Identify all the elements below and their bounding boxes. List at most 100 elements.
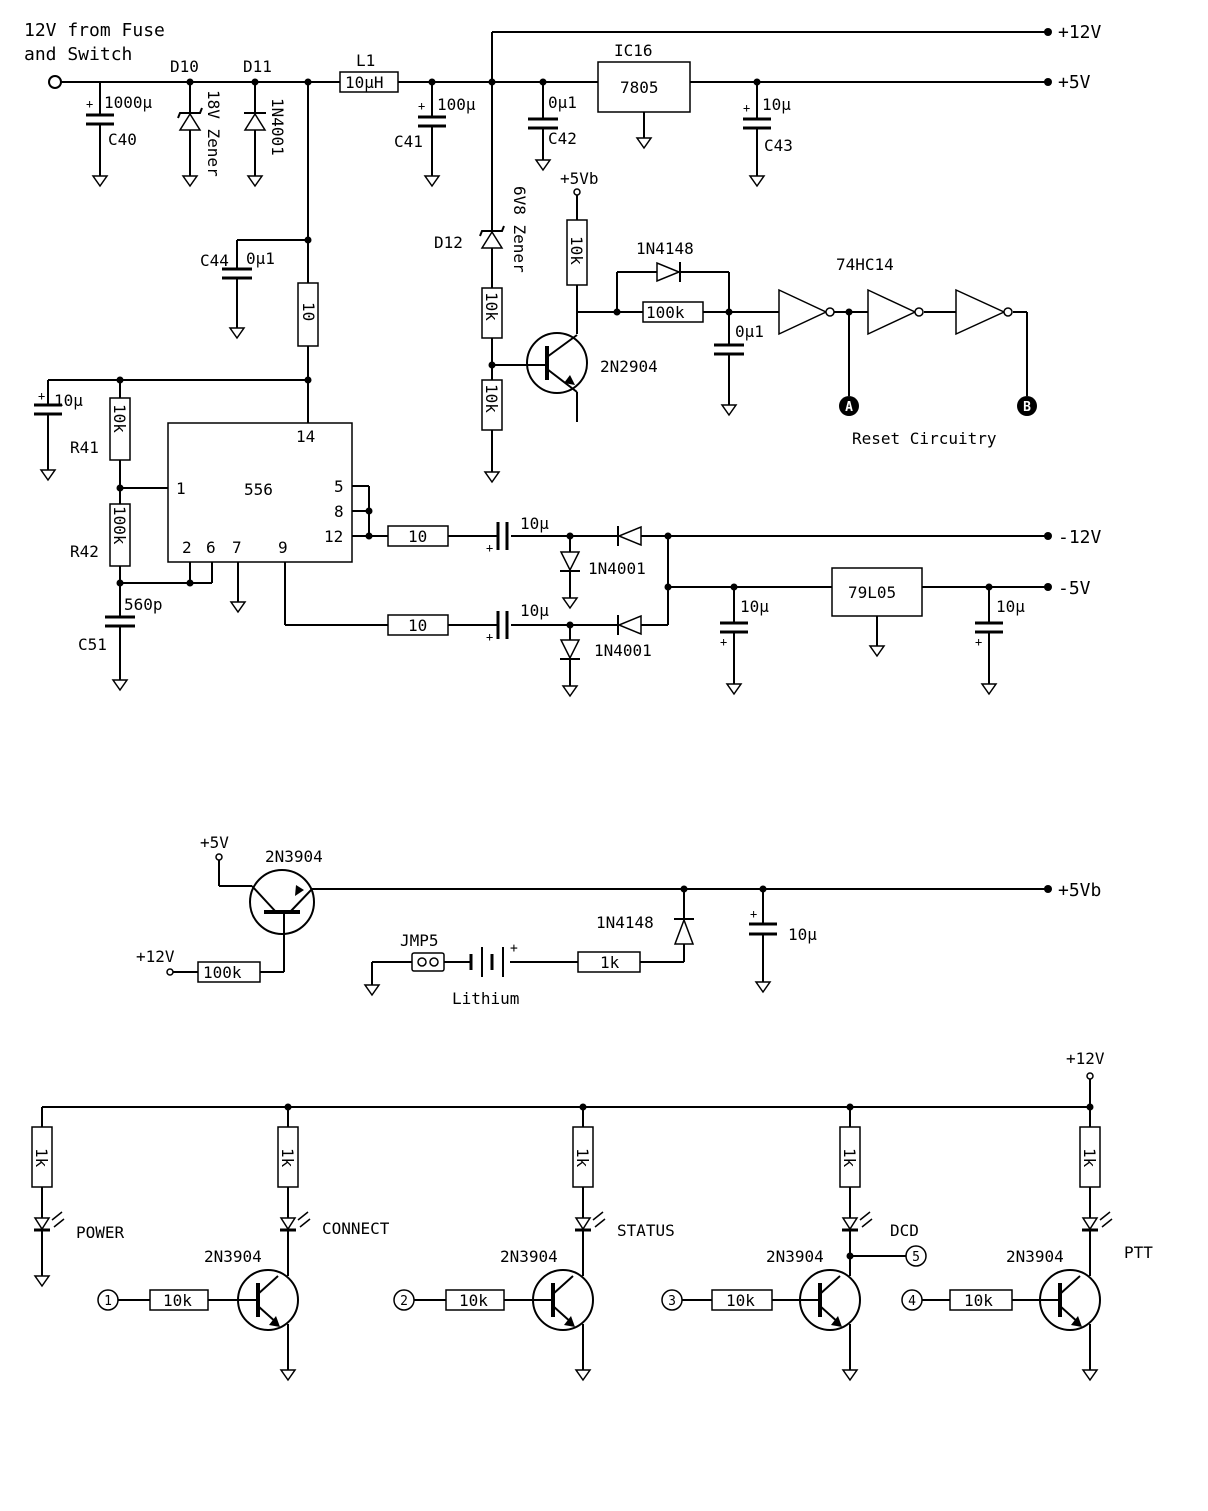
node-a-label: A bbox=[845, 400, 853, 415]
neg-r-a: 10 bbox=[408, 527, 427, 546]
l1-label: L1 bbox=[356, 51, 375, 70]
led-status-label: STATUS bbox=[617, 1221, 675, 1240]
battery-label: Lithium bbox=[452, 989, 519, 1008]
led-status-r: 1k bbox=[573, 1148, 592, 1168]
led-connect-rb: 10k bbox=[163, 1291, 192, 1310]
pin-1: 1 bbox=[176, 479, 186, 498]
r42-label: R42 bbox=[70, 542, 99, 561]
led-power-r: 1k bbox=[32, 1148, 51, 1168]
transistor-ptt bbox=[1038, 1268, 1102, 1332]
c43-value: 10µ bbox=[762, 95, 791, 114]
resistor-reset-top bbox=[566, 219, 588, 286]
diode-backup bbox=[673, 917, 695, 945]
r42-value: 100k bbox=[110, 506, 129, 545]
input-connect-label: 1 bbox=[104, 1294, 112, 1309]
reset-ic-label: 74HC14 bbox=[836, 255, 894, 274]
inductor-l1 bbox=[339, 71, 399, 93]
led-dcd-q: 2N3904 bbox=[766, 1247, 824, 1266]
capacitor-timer-top: + bbox=[34, 389, 62, 481]
c44-label: C44 bbox=[200, 251, 229, 270]
diode-d11 bbox=[243, 82, 267, 187]
input-connect bbox=[97, 1289, 119, 1311]
led-status-q: 2N3904 bbox=[500, 1247, 558, 1266]
svg-text:+: + bbox=[418, 99, 425, 113]
reset-r-fb: 100k bbox=[646, 303, 685, 322]
ic16-value: 7805 bbox=[620, 78, 659, 97]
led-connect-r: 1k bbox=[278, 1148, 297, 1168]
diode-reset bbox=[656, 261, 681, 283]
resistor-base-connect bbox=[149, 1289, 209, 1311]
c41-label: C41 bbox=[394, 132, 423, 151]
ic16-label: IC16 bbox=[614, 41, 653, 60]
led-ptt-wires bbox=[922, 1187, 1091, 1360]
node-b bbox=[1017, 396, 1037, 416]
resistor-led-status bbox=[572, 1126, 594, 1188]
rail-p5-terminal bbox=[1044, 78, 1052, 86]
svg-text:+: + bbox=[86, 97, 93, 111]
capacitor-neg-out: + bbox=[975, 621, 1003, 695]
c51-value: 560p bbox=[124, 595, 163, 614]
led-ptt-rb: 10k bbox=[964, 1291, 993, 1310]
input-terminal bbox=[48, 75, 62, 89]
neg-d-a: 1N4001 bbox=[588, 559, 646, 578]
d10-label: D10 bbox=[170, 57, 199, 76]
d12-value: 6V8 Zener bbox=[510, 186, 529, 273]
capacitor-c40: + bbox=[86, 82, 114, 187]
capacitor-backup: + bbox=[749, 907, 777, 993]
input-label-line2: and Switch bbox=[24, 44, 132, 65]
input-dcd-label: 3 bbox=[668, 1294, 676, 1309]
led-ptt bbox=[1080, 1210, 1114, 1232]
transistor-status bbox=[531, 1268, 595, 1332]
reset-r-top: 10k bbox=[567, 236, 586, 265]
transistor-2n2904 bbox=[526, 332, 588, 394]
input-ptt-label: 4 bbox=[908, 1294, 916, 1309]
capacitor-c51 bbox=[105, 615, 135, 691]
resistor-led-dcd bbox=[839, 1126, 861, 1188]
svg-text:+: + bbox=[743, 101, 750, 115]
led-dcd-r: 1k bbox=[840, 1148, 859, 1168]
svg-text:+: + bbox=[510, 941, 518, 956]
r41-value: 10k bbox=[110, 404, 129, 433]
capacitor-reset bbox=[714, 343, 744, 416]
neg-c-out: 10µ bbox=[996, 597, 1025, 616]
c42-label: C42 bbox=[548, 129, 577, 148]
l1-value: 10µH bbox=[345, 73, 384, 92]
neg-d-b: 1N4001 bbox=[594, 641, 652, 660]
reset-d-label: 1N4148 bbox=[636, 239, 694, 258]
neg-c-a: 10µ bbox=[520, 514, 549, 533]
transistor-backup bbox=[249, 869, 315, 938]
led-status-rb: 10k bbox=[459, 1291, 488, 1310]
reset-r-div2: 10k bbox=[482, 384, 501, 413]
timer-ic-label: 556 bbox=[244, 480, 273, 499]
zener-d10 bbox=[177, 82, 203, 187]
led-ptt-q: 2N3904 bbox=[1006, 1247, 1064, 1266]
led-connect-label: CONNECT bbox=[322, 1219, 390, 1238]
svg-text:+: + bbox=[720, 635, 727, 649]
pin-12: 12 bbox=[324, 527, 343, 546]
node-b-label: B bbox=[1023, 400, 1031, 415]
resistor-reset-div1 bbox=[481, 287, 503, 339]
c42-value: 0µ1 bbox=[548, 93, 577, 112]
dcd-tap-label: 5 bbox=[912, 1250, 920, 1265]
zener-d12 bbox=[479, 225, 505, 249]
svg-text:+: + bbox=[975, 635, 982, 649]
resistor-reset-fb bbox=[642, 301, 704, 323]
capacitor-neg-mid: + bbox=[720, 621, 748, 695]
resistor-battery bbox=[577, 951, 641, 973]
c44-value: 0µ1 bbox=[246, 249, 275, 268]
resistor-base-dcd bbox=[711, 1289, 773, 1311]
c43-label: C43 bbox=[764, 136, 793, 155]
transistor-dcd bbox=[798, 1268, 862, 1332]
resistor-base-ptt bbox=[949, 1289, 1013, 1311]
inverter-2 bbox=[867, 288, 924, 336]
timer-556 bbox=[167, 422, 353, 563]
d10-value: 18V Zener bbox=[204, 90, 223, 177]
neg-r-b: 10 bbox=[408, 616, 427, 635]
resistor-led-connect bbox=[277, 1126, 299, 1188]
regulator-ic16 bbox=[597, 61, 691, 113]
r41-label: R41 bbox=[70, 438, 99, 457]
pin-7: 7 bbox=[232, 538, 242, 557]
rail-n5-label: -5V bbox=[1058, 578, 1091, 599]
capacitor-c41: + bbox=[418, 82, 446, 187]
